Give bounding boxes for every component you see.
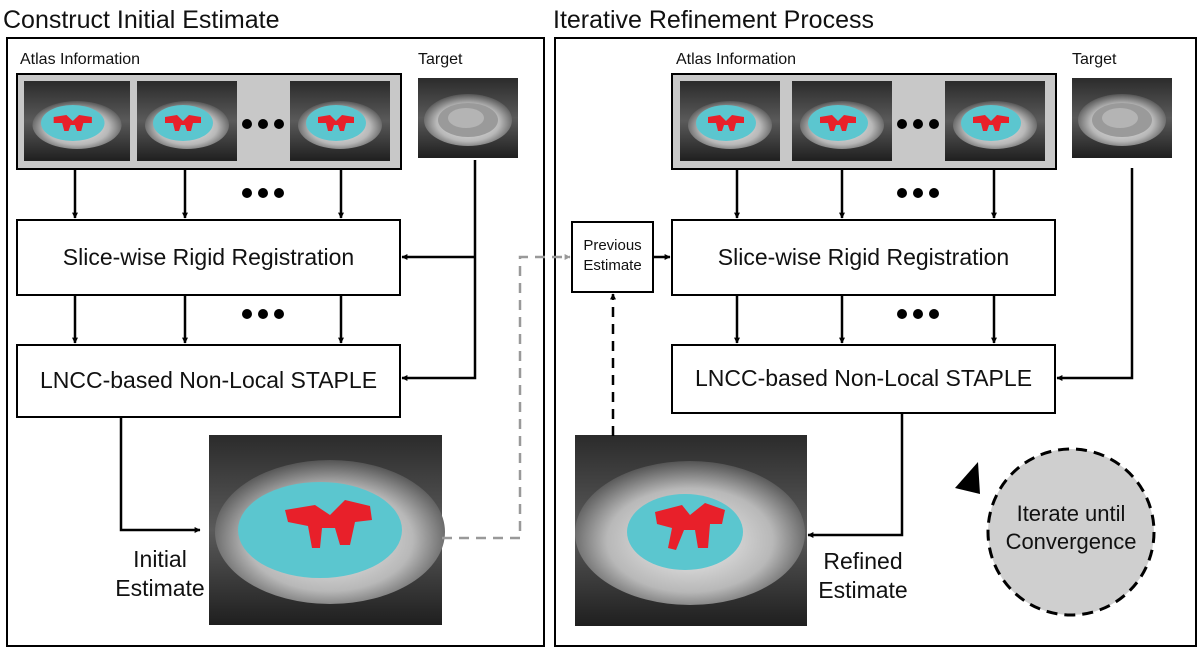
target-image-left [418, 78, 518, 158]
registration-label-right: Slice-wise Rigid Registration [717, 244, 1010, 270]
refined-estimate-image [575, 435, 807, 626]
iterate-label: Iterate until Convergence [1005, 501, 1137, 554]
arrows-atlas-to-registration-left [72, 169, 344, 344]
registration-label-left: Slice-wise Rigid Registration [62, 244, 355, 270]
staple-box-right [671, 344, 1056, 414]
ellipsis-atlas-right [897, 119, 939, 129]
iterate-arrowhead [955, 462, 980, 494]
dashed-connector [442, 254, 571, 540]
title-right: Iterative Refinement Process [553, 6, 874, 34]
atlas-thumb-right-2 [792, 81, 892, 161]
registration-box-left [16, 219, 401, 296]
ellipsis-atlas-left [242, 119, 284, 129]
atlas-thumb-left-1 [24, 81, 130, 161]
staple-label-left: LNCC-based Non-Local STAPLE [39, 367, 378, 393]
target-label-left: Target [418, 51, 463, 68]
staple-box-left [16, 344, 401, 418]
arrows-atlas-to-registration-right [734, 169, 997, 344]
previous-estimate-label: Previous Estimate [583, 237, 642, 274]
atlas-label-left: Atlas Information [20, 51, 141, 68]
atlas-thumb-right-1 [680, 81, 780, 161]
atlas-thumb-left-2 [137, 81, 237, 161]
right-panel [554, 37, 1197, 647]
staple-to-refined [807, 413, 904, 538]
title-left: Construct Initial Estimate [3, 6, 280, 34]
refined-estimate-label: Refined Estimate [818, 548, 908, 603]
target-feed-left [119, 160, 477, 533]
initial-estimate-image [209, 435, 445, 625]
atlas-thumb-left-3 [290, 81, 390, 161]
atlas-label-right: Atlas Information [676, 51, 797, 68]
ellipsis-arrows-right [897, 188, 939, 319]
initial-estimate-label: Initial Estimate [115, 546, 205, 601]
staple-label-right: LNCC-based Non-Local STAPLE [694, 365, 1033, 391]
target-label-right: Target [1072, 51, 1117, 68]
previous-estimate-box [571, 221, 654, 293]
ellipsis-arrows-left [242, 188, 284, 319]
target-image-right [1072, 78, 1172, 158]
atlas-thumb-right-3 [945, 81, 1045, 161]
registration-box-right [671, 219, 1056, 296]
target-feed-right [1056, 168, 1134, 381]
iterate-circle [986, 447, 1156, 617]
left-panel [6, 37, 545, 647]
